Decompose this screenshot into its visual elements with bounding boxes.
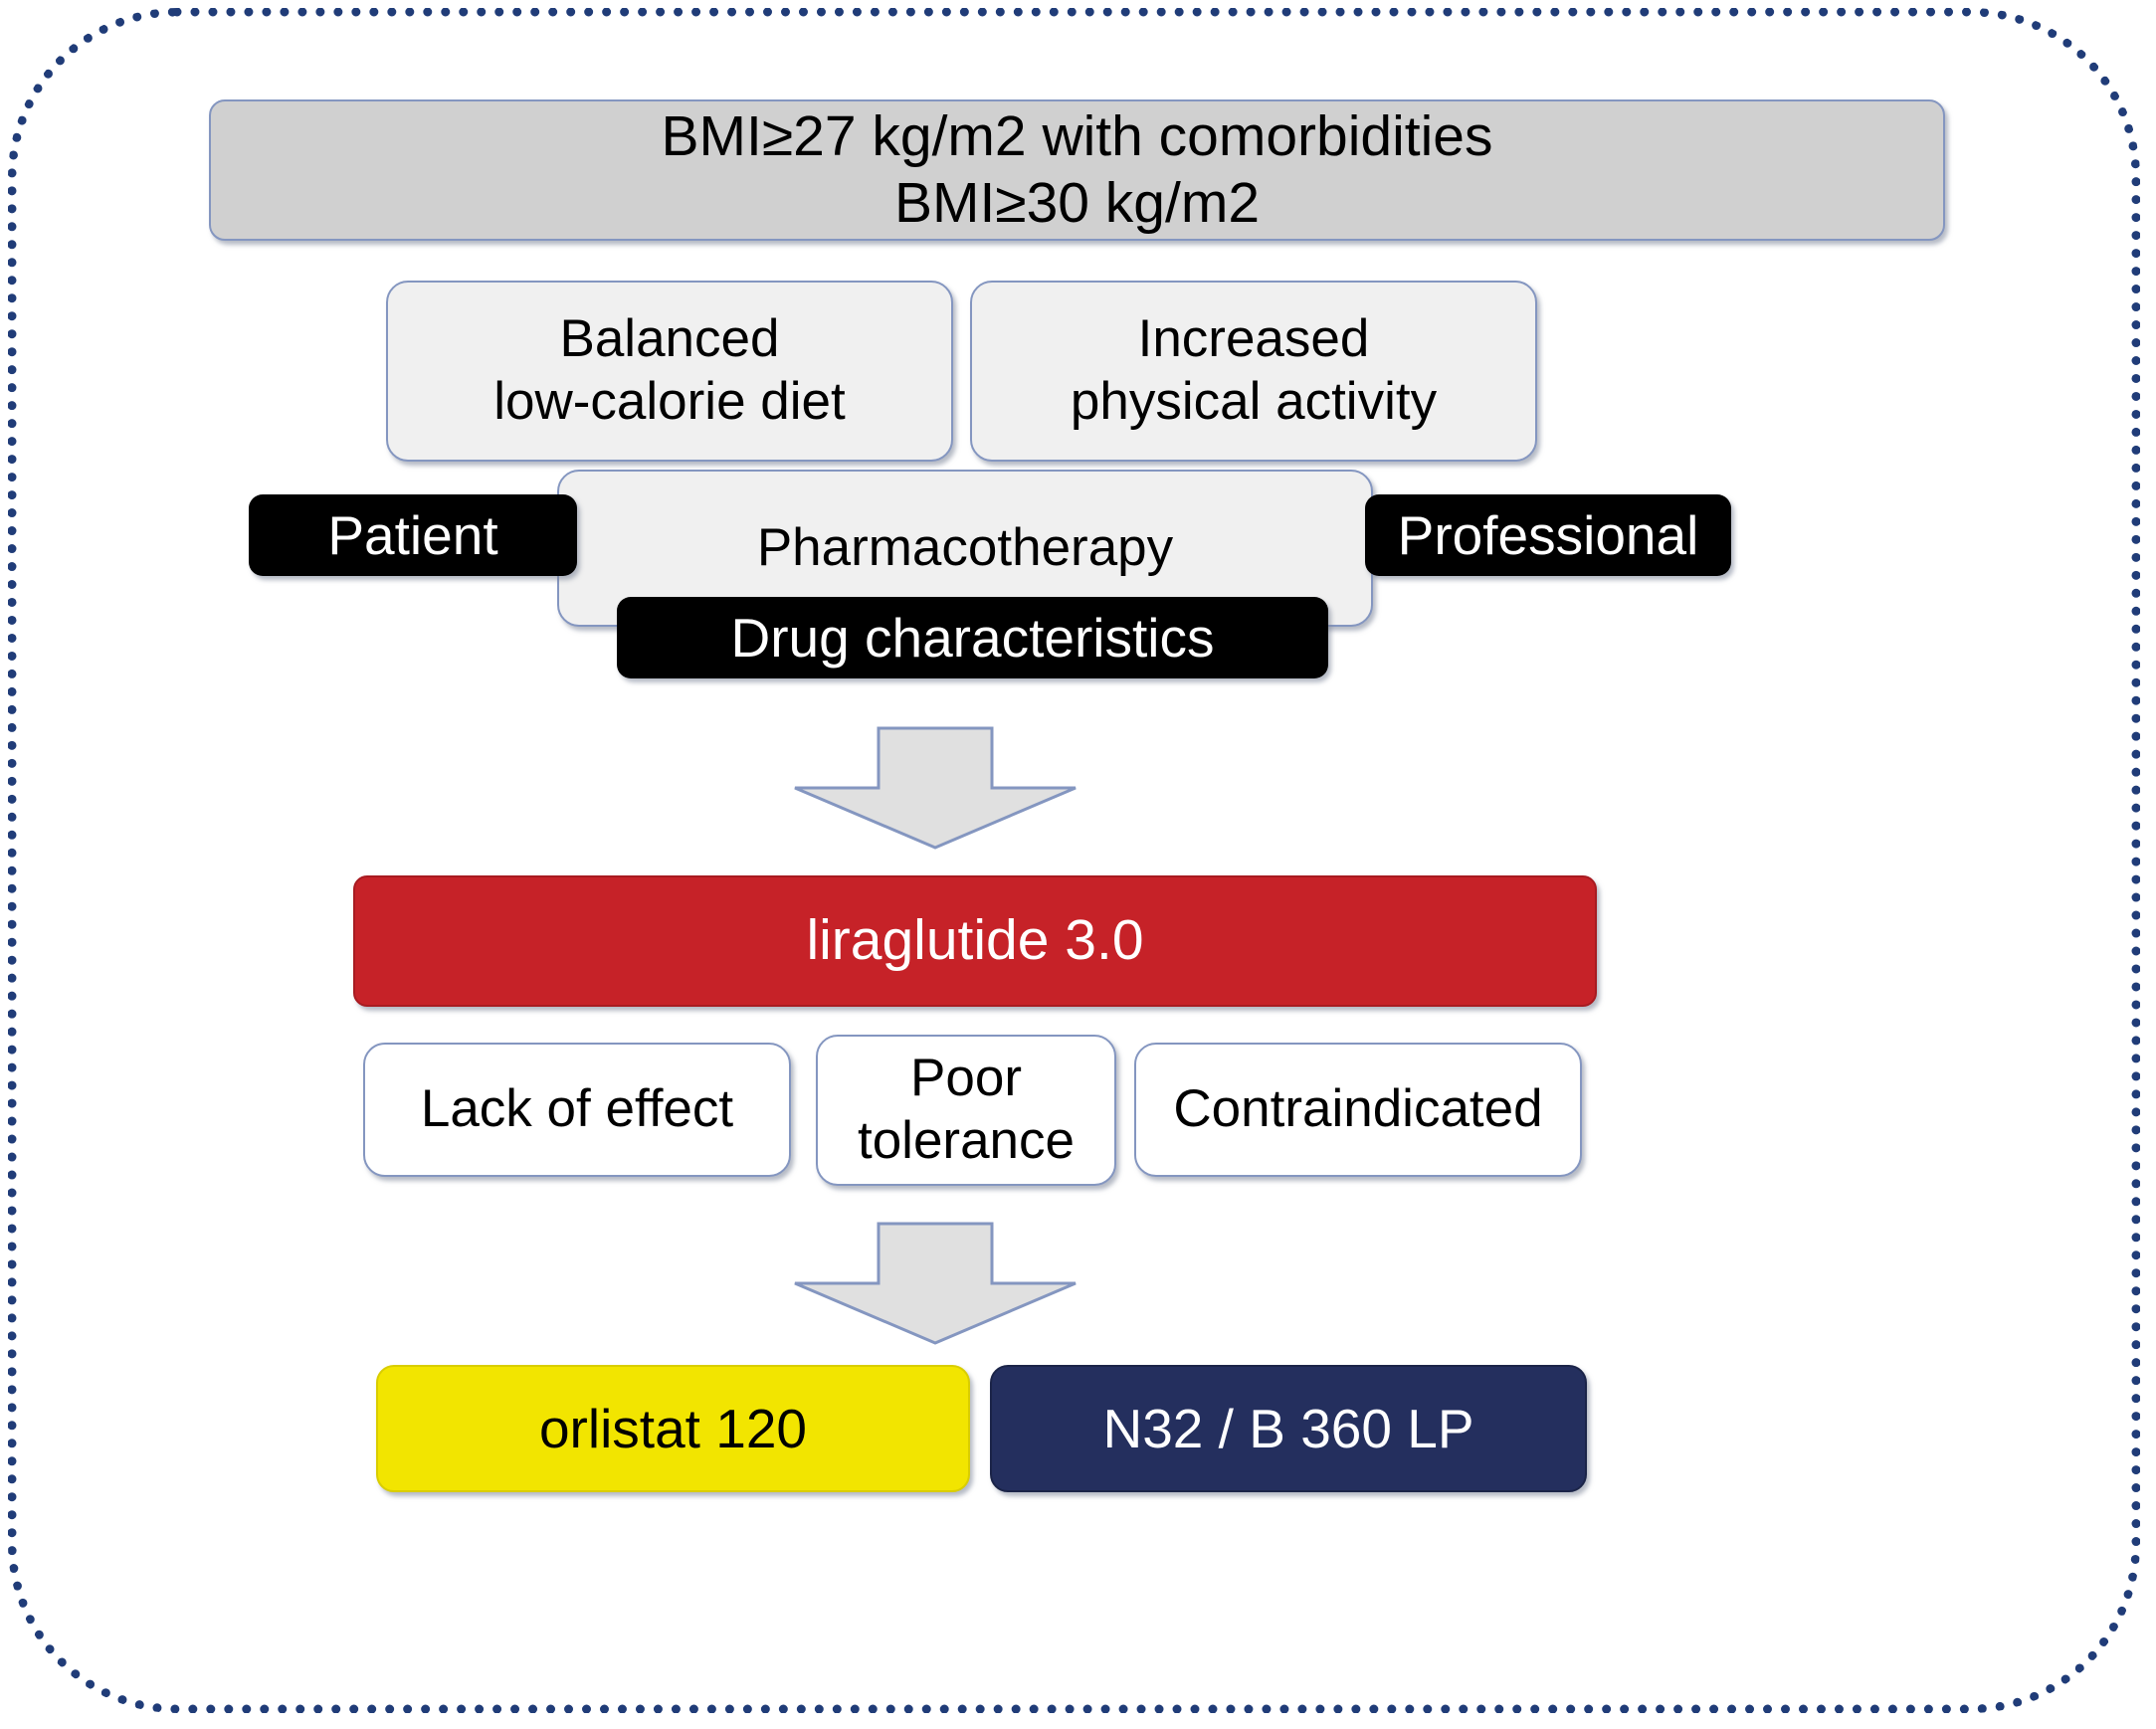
poor-tolerance-box: Poor tolerance xyxy=(816,1035,1116,1186)
orlistat-box: orlistat 120 xyxy=(376,1365,970,1492)
down-arrow-icon-2 xyxy=(791,1222,1079,1346)
balanced-low-calorie-diet-box: Balanced low-calorie diet xyxy=(386,281,953,462)
lack-of-effect-box: Lack of effect xyxy=(363,1043,791,1177)
contraindicated-box: Contraindicated xyxy=(1134,1043,1582,1177)
down-arrow-icon-1 xyxy=(791,726,1079,851)
increased-physical-activity-box: Increased physical activity xyxy=(970,281,1537,462)
criteria-box: BMI≥27 kg/m2 with comorbidities BMI≥30 k… xyxy=(209,99,1945,241)
drug-characteristics-callout: Drug characteristics xyxy=(617,597,1328,678)
professional-callout: Professional xyxy=(1365,494,1731,576)
dotted-outer-frame xyxy=(8,8,2140,1713)
naltrexone-bupropion-box: N32 / B 360 LP xyxy=(990,1365,1587,1492)
patient-callout: Patient xyxy=(249,494,577,576)
liraglutide-box: liraglutide 3.0 xyxy=(353,875,1597,1007)
